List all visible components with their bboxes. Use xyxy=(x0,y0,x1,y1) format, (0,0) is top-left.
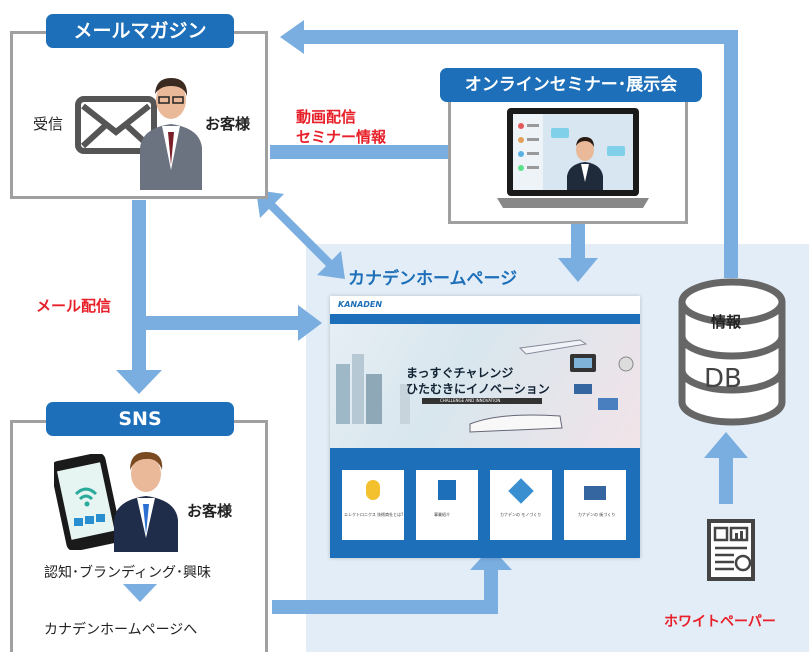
mail-customer-label: お客様 xyxy=(205,115,251,133)
card-label-4: カナデンの 街づくり xyxy=(578,512,616,517)
card-label-2: 事業紹介 xyxy=(434,512,450,517)
homepage-logo: KANADEN xyxy=(338,300,383,309)
hero-subtitle: CHALLENGE AND INNOVATION xyxy=(440,398,501,403)
laptop-webinar-icon xyxy=(497,108,649,208)
homepage-screenshot: KANADEN まっすぐチャレンジ ひたむきにイノベーション CHALLENGE… xyxy=(330,296,640,558)
sns-customer-icon xyxy=(114,452,178,552)
card-label-1: エレクトロニクス 技術商社とは? xyxy=(344,512,404,517)
mail-magazine-title: メールマガジン xyxy=(46,14,234,48)
customer-man-icon xyxy=(140,78,202,190)
seminar-info-label: セミナー情報 xyxy=(296,128,387,146)
whitepaper-label: ホワイトペーパー xyxy=(664,614,776,630)
seminar-title: オンラインセミナー･展示会 xyxy=(440,68,702,102)
whitepaper-document-icon xyxy=(707,519,755,581)
hero-illustration xyxy=(336,339,634,433)
video-delivery-label: 動画配信 xyxy=(296,108,357,126)
db-info-label: 情報 xyxy=(711,313,742,331)
homepage-card-4 xyxy=(564,470,626,540)
sns-flow-text: 認知･ブランディング･興味 xyxy=(44,565,212,581)
envelope-icon xyxy=(75,96,157,154)
db-label: DB xyxy=(704,364,742,394)
homepage-nav-bar xyxy=(330,314,640,324)
hero-line-1: まっすぐチャレンジ xyxy=(406,366,514,380)
card-label-3: カナデンの モノづくり xyxy=(500,512,542,517)
sns-customer-label: お客様 xyxy=(187,502,233,520)
down-triangle-icon xyxy=(123,584,157,602)
receive-label: 受信 xyxy=(33,115,64,133)
sns-title: SNS xyxy=(46,402,234,436)
database-icon xyxy=(678,278,786,426)
mail-delivery-label: メール配信 xyxy=(36,297,112,315)
homepage-title: カナデンホームページ xyxy=(348,269,518,289)
hero-line-2: ひたむきにイノベーション xyxy=(406,382,550,396)
sns-destination-text: カナデンホームページへ xyxy=(44,622,198,638)
smartphone-icon xyxy=(54,454,122,550)
